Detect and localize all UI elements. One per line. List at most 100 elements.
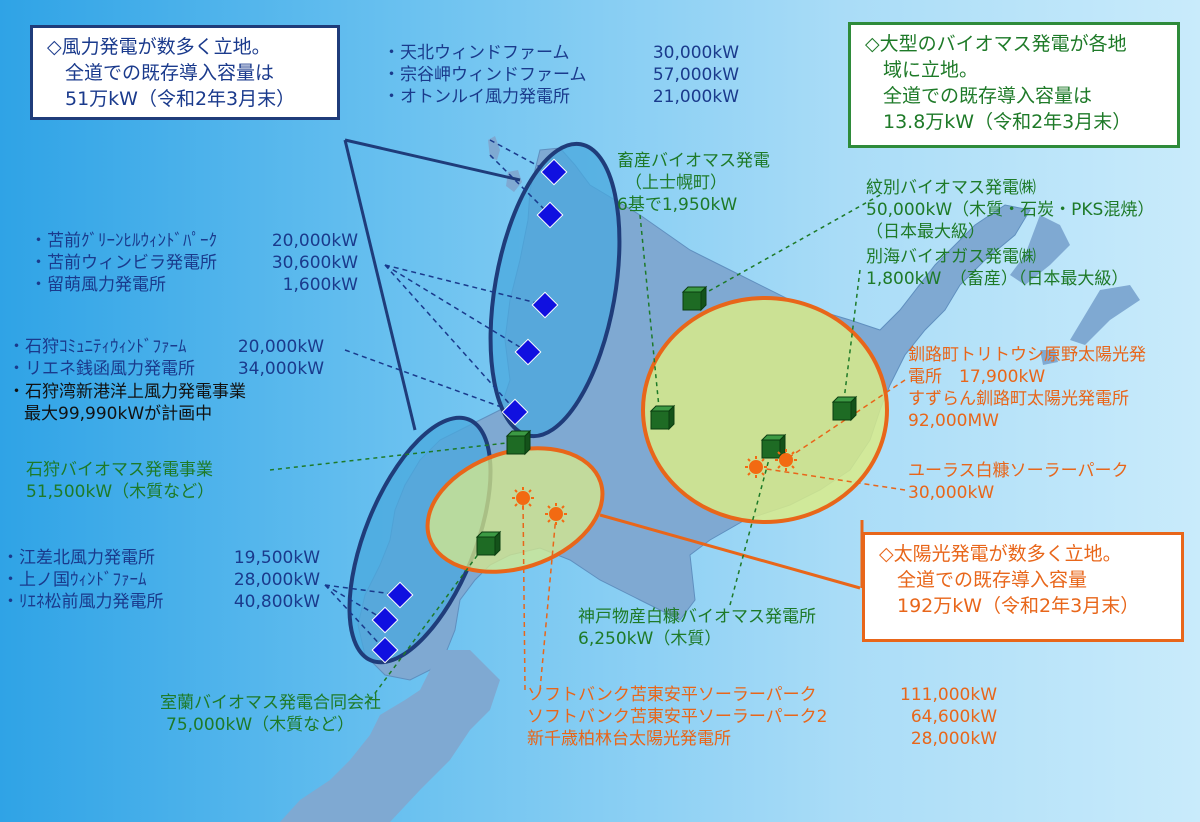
solar-plant-name: 新千歳柏林台太陽光発電所	[527, 729, 731, 749]
biomass-leaders	[269, 194, 881, 701]
biomass-label-line: 神戸物産白糠バイオマス発電所	[578, 607, 816, 627]
wind-callout-line: ◇風力発電が数多く立地。	[47, 36, 271, 58]
solar-label-line: 電所 17,900kW	[908, 367, 1046, 387]
biomass-label-shiranuka: 神戸物産白糠バイオマス発電所 6,250kW（木質）	[578, 606, 816, 650]
wind-farm-capacity: 1,600kW	[282, 275, 358, 295]
wind-farm-name: ・リエネ銭函風力発電所	[8, 359, 195, 379]
wind-farm-capacity: 20,000kW	[237, 337, 324, 357]
wind-leaders	[324, 139, 556, 651]
wind-list-ishikari: ・石狩ｺﾐｭﾆﾃｨｳｨﾝﾄﾞﾌｧｰﾑ 20,000kW ・リエネ銭函風力発電所 34…	[8, 336, 324, 380]
wind-farm-name: ・天北ウィンドファーム	[383, 43, 570, 63]
biomass-label-line: 1,800kW （畜産）（日本最大級）	[866, 269, 1129, 289]
wind-list-tomamae: ・苫前ｸﾞﾘｰﾝﾋﾙｳｨﾝﾄﾞﾊﾟｰｸ 20,000kW ・苫前ウィンビラ発電所 3…	[30, 230, 358, 296]
solar-callout-line: 192万kW（令和2年3月末）	[897, 595, 1140, 617]
wind-farm-name: ・留萌風力発電所	[30, 275, 166, 295]
biomass-label-line: 6,250kW（木質）	[578, 629, 722, 649]
wind-farm-name: ・苫前ｸﾞﾘｰﾝﾋﾙｳｨﾝﾄﾞﾊﾟｰｸ	[30, 231, 217, 251]
solar-plant-capacity: 64,600kW	[910, 707, 997, 727]
wind-callout-line: 51万kW（令和2年3月末）	[65, 88, 296, 110]
blue-diamond-icon	[501, 398, 529, 426]
green-cube-icon	[505, 429, 532, 456]
solar-callout-box: ◇太陽光発電が数多く立地。 全道での既存導入容量 192万kW（令和2年3月末）	[862, 532, 1184, 642]
wind-list-north: ・天北ウィンドファーム 30,000kW ・宗谷岬ウィンドファーム 57,000kW…	[383, 42, 739, 108]
blue-diamond-icon	[536, 201, 564, 229]
solar-plant-capacity: 111,000kW	[900, 685, 997, 705]
green-cube-icon	[681, 285, 708, 312]
biomass-label-chikusan: 畜産バイオマス発電 （上士幌町） 6基で1,950kW	[617, 150, 770, 216]
wind-farm-capacity: 34,000kW	[237, 359, 324, 379]
biomass-label-line: 畜産バイオマス発電	[617, 151, 770, 171]
biomass-label-line: 75,000kW（木質など）	[166, 715, 355, 735]
wind-callout-line: 全道での既存導入容量は	[65, 62, 275, 84]
biomass-label-line: （上士幌町）	[625, 173, 727, 193]
blue-diamond-icon	[371, 636, 399, 664]
blue-diamond-icon	[371, 606, 399, 634]
wind-note-line: 最大99,990kWが計画中	[24, 404, 213, 424]
wind-farm-name: ・苫前ウィンビラ発電所	[30, 253, 217, 273]
biomass-label-line: 室蘭バイオマス発電合同会社	[160, 693, 381, 713]
biomass-label-monbetsu: 紋別バイオマス発電㈱ 50,000kW（木質・石炭・PKS混焼） （日本最大級）	[866, 177, 1154, 243]
solar-label-line: 92,000MW	[908, 411, 999, 431]
blue-diamond-icon	[514, 338, 542, 366]
wind-farm-capacity: 40,800kW	[233, 592, 320, 612]
wind-farm-name: ・ﾘｴﾈ松前風力発電所	[2, 592, 164, 612]
wind-farm-capacity: 30,000kW	[652, 43, 739, 63]
biomass-label-muroran: 室蘭バイオマス発電合同会社 75,000kW（木質など）	[160, 692, 381, 736]
solar-label-line: 30,000kW	[908, 483, 995, 503]
biomass-callout-line: ◇大型のバイオマス発電が各地	[865, 33, 1127, 55]
blue-diamond-icon	[540, 158, 568, 186]
solar-label-kushiro: 釧路町トリトウシ原野太陽光発 電所 17,900kW すずらん釧路町太陽光発電所…	[908, 344, 1146, 432]
sun-icon	[545, 503, 567, 525]
wind-farm-name: ・上ノ国ｳｨﾝﾄﾞﾌｧｰﾑ	[2, 570, 147, 590]
sun-icon	[775, 449, 797, 471]
wind-callout-box: ◇風力発電が数多く立地。 全道での既存導入容量は 51万kW（令和2年3月末）	[30, 25, 340, 120]
solar-plant-capacity: 28,000kW	[910, 729, 997, 749]
wind-farm-name: ・宗谷岬ウィンドファーム	[383, 65, 587, 85]
solar-label-line: 釧路町トリトウシ原野太陽光発	[908, 345, 1146, 365]
solar-list-softbank: ソフトバンク苫東安平ソーラーパーク 111,000kW ソフトバンク苫東安平ソーラ…	[527, 684, 997, 750]
biomass-callout-line: 全道での既存導入容量は	[883, 85, 1093, 107]
wind-farm-capacity: 21,000kW	[652, 87, 739, 107]
biomass-label-line: 紋別バイオマス発電㈱	[866, 178, 1036, 198]
wind-farm-name: ・石狩ｺﾐｭﾆﾃｨｳｨﾝﾄﾞﾌｧｰﾑ	[8, 337, 187, 357]
biomass-label-line: 石狩バイオマス発電事業	[26, 460, 213, 480]
biomass-callout-line: 域に立地。	[883, 59, 979, 81]
solar-plant-name: ソフトバンク苫東安平ソーラーパーク2	[527, 707, 828, 727]
green-cube-icon	[649, 404, 676, 431]
green-cube-icon	[831, 395, 858, 422]
blue-diamond-icon	[386, 581, 414, 609]
solar-label-line: すずらん釧路町太陽光発電所	[908, 389, 1129, 409]
biomass-label-betsukai: 別海バイオガス発電㈱ 1,800kW （畜産）（日本最大級）	[866, 246, 1128, 290]
wind-farm-capacity: 30,600kW	[271, 253, 358, 273]
biomass-callout-box: ◇大型のバイオマス発電が各地 域に立地。 全道での既存導入容量は 13.8万kW…	[848, 22, 1180, 148]
biomass-label-line: 6基で1,950kW	[617, 195, 738, 215]
sun-icon	[512, 487, 534, 509]
biomass-label-line: 別海バイオガス発電㈱	[866, 247, 1036, 267]
wind-farm-capacity: 57,000kW	[652, 65, 739, 85]
etorofu-island	[1070, 285, 1140, 345]
wind-farm-name: ・オトンルイ風力発電所	[383, 87, 570, 107]
solar-zone-east	[641, 296, 889, 524]
wind-farm-capacity: 20,000kW	[271, 231, 358, 251]
solar-zone-central	[425, 446, 605, 574]
blue-diamond-icon	[531, 291, 559, 319]
wind-note-ishikari-offshore: ・石狩湾新港洋上風力発電事業 最大99,990kWが計画中	[8, 381, 246, 425]
wind-farm-capacity: 19,500kW	[233, 548, 320, 568]
biomass-callout-line: 13.8万kW（令和2年3月末）	[883, 111, 1132, 133]
biomass-label-line: （日本最大級）	[866, 222, 985, 242]
biomass-label-ishikari: 石狩バイオマス発電事業 51,500kW（木質など）	[26, 459, 214, 503]
solar-label-line: ユーラス白糠ソーラーパーク	[908, 461, 1129, 481]
wind-farm-name: ・江差北風力発電所	[2, 548, 155, 568]
green-cube-icon	[475, 530, 502, 557]
solar-markers	[512, 449, 797, 525]
shikotan-island	[1040, 350, 1058, 365]
biomass-label-line: 51,500kW（木質など）	[26, 482, 215, 502]
solar-label-eurus: ユーラス白糠ソーラーパーク 30,000kW	[908, 460, 1129, 504]
biomass-label-line: 50,000kW（木質・石炭・PKS混焼）	[866, 200, 1155, 220]
honshu-landmass	[280, 650, 500, 822]
callout-connectors	[343, 138, 521, 431]
wind-note-line: ・石狩湾新港洋上風力発電事業	[8, 382, 246, 402]
rebun-island	[488, 136, 500, 160]
solar-plant-name: ソフトバンク苫東安平ソーラーパーク	[527, 685, 817, 705]
